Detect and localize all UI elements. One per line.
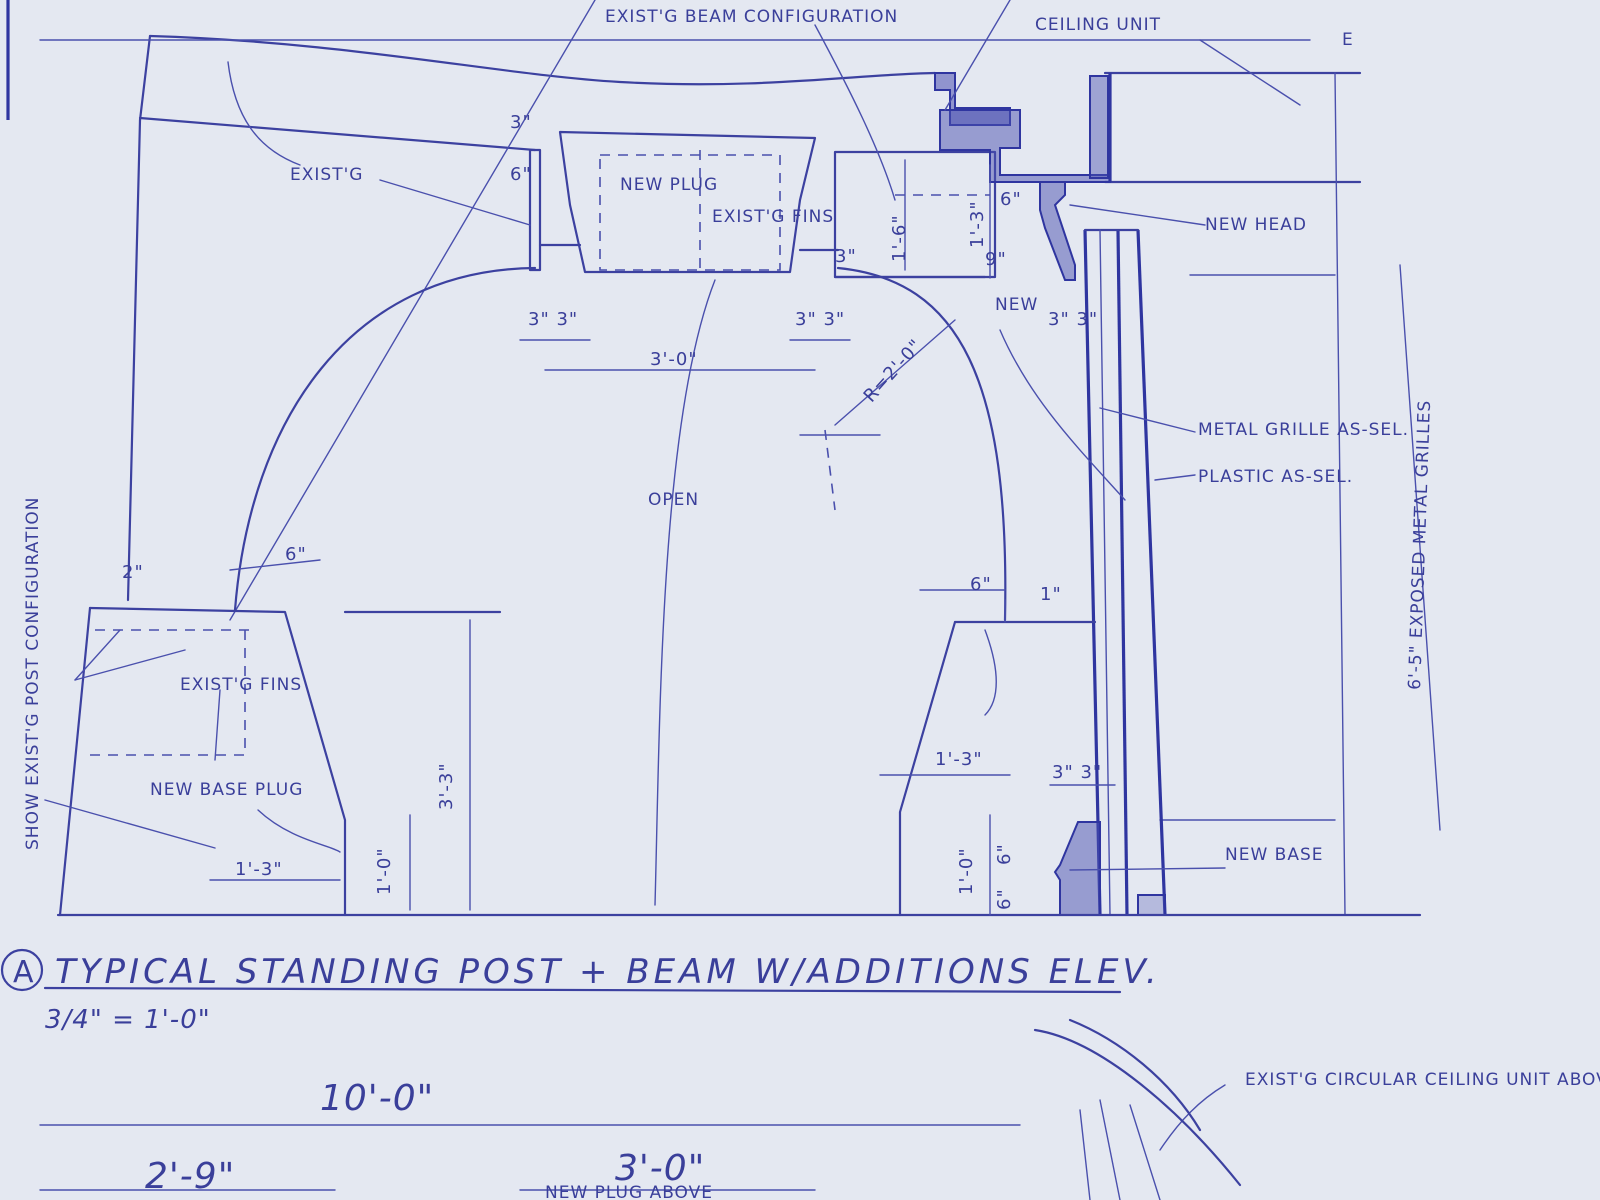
new-plug-above-label: NEW PLUG ABOVE <box>545 1183 713 1200</box>
circular-ceiling-sketch <box>1033 1018 1242 1200</box>
dim-1ft0in-right: 1'-0" <box>956 847 977 895</box>
new-head-section <box>1039 181 1076 281</box>
new-base-label: NEW BASE <box>1225 845 1324 865</box>
dim-3in3in-right: 3" 3" <box>795 309 845 330</box>
arch-opening <box>233 266 1007 622</box>
dim-3in-right: 3" <box>835 246 857 267</box>
new-label: NEW <box>995 295 1038 315</box>
plastic-label: PLASTIC AS-SEL. <box>1198 467 1353 487</box>
dim-3ft0in-bottom: 3'-0" <box>615 1148 705 1189</box>
dim-2in: 2" <box>122 562 144 583</box>
dim-6in-base-b: 6" <box>994 888 1015 910</box>
dim-3ft3in-height: 3'-3" <box>436 762 457 810</box>
section-marker-letter: A <box>13 955 35 990</box>
right-base-plug <box>898 599 1097 917</box>
dim-6in-lower: 6" <box>285 544 307 565</box>
dim-1ft3in-base: 1'-3" <box>935 749 983 770</box>
dim-9in: 9" <box>985 249 1007 270</box>
dim-3in3in-base: 3" 3" <box>1052 762 1102 783</box>
metal-grille-label: METAL GRILLE AS-SEL. <box>1198 420 1409 440</box>
dim-6in-right: 6" <box>1000 189 1022 210</box>
new-head-label: NEW HEAD <box>1205 215 1307 235</box>
ceiling-unit-label: CEILING UNIT <box>1035 15 1161 35</box>
corner-mark: E <box>1342 30 1354 50</box>
title-underline <box>43 986 1122 994</box>
dim-3ft0in: 3'-0" <box>650 349 698 370</box>
new-plug-top <box>528 130 840 274</box>
dim-6in-left: 6" <box>510 164 532 185</box>
new-plug-label: NEW PLUG <box>620 175 718 195</box>
beam-config-label: EXIST'G BEAM CONFIGURATION <box>605 7 898 27</box>
drawing-title-block: A TYPICAL STANDING POST + BEAM W/ADDITIO… <box>0 948 1161 1035</box>
dim-1ft0in-left: 1'-0" <box>374 847 395 895</box>
dim-6in-base-a: 6" <box>994 843 1015 865</box>
drawing-title: TYPICAL STANDING POST + BEAM W/ADDITIONS… <box>55 952 1161 992</box>
section-marker-circle <box>0 948 44 992</box>
leader-arrows <box>44 0 1301 1151</box>
dim-3in-top: 3" <box>510 112 532 133</box>
dimension-lines <box>39 39 1441 1191</box>
dim-1in-lower: 1" <box>1040 584 1062 605</box>
dim-1ft3in-right: 1'-3" <box>967 200 988 248</box>
dim-2ft9in: 2'-9" <box>145 1156 235 1197</box>
grille-column <box>1083 228 1167 916</box>
drawing-scale: 3/4" = 1'-0" <box>45 1005 211 1035</box>
dim-1ft3in-left-base: 1'-3" <box>235 859 283 880</box>
post-config-label: SHOW EXIST'G POST CONFIGURATION <box>23 496 43 850</box>
existing-fins-bottom-label: EXIST'G FINS <box>180 675 302 695</box>
open-label: OPEN <box>648 490 699 510</box>
exposed-grilles-label: 6'-5" EXPOSED METAL GRILLES <box>1405 399 1435 690</box>
dim-1ft6in: 1'-6" <box>889 214 910 262</box>
left-base-plug <box>88 606 502 917</box>
dim-10ft0in: 10'-0" <box>320 1078 434 1119</box>
dim-3in3in-left: 3" 3" <box>528 309 578 330</box>
dim-radius: R=2'-0" <box>860 335 927 406</box>
existing-beam-outline <box>138 34 1362 916</box>
dim-3in3in-far: 3" 3" <box>1048 309 1098 330</box>
right-upper-plug <box>833 150 997 279</box>
circular-ceiling-label: EXIST'G CIRCULAR CEILING UNIT ABOVE <box>1245 1070 1600 1090</box>
leader-line <box>229 0 596 621</box>
ceiling-unit-section <box>934 72 1112 183</box>
dim-6in-mid: 6" <box>970 574 992 595</box>
new-base-plug-label: NEW BASE PLUG <box>150 780 303 800</box>
existing-label: EXIST'G <box>290 165 363 185</box>
existing-fins-top-label: EXIST'G FINS <box>712 207 834 227</box>
left-post-outline <box>58 118 142 917</box>
new-base-section <box>1053 821 1101 916</box>
